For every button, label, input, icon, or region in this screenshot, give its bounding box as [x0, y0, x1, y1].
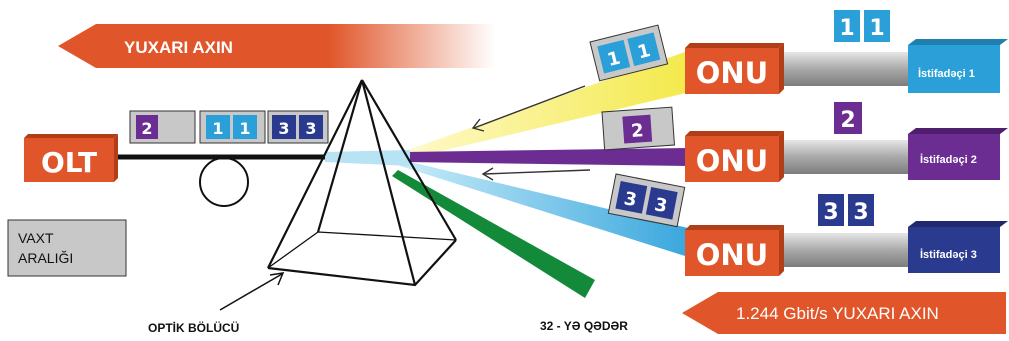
user-3-label: İstifadəçi 3	[920, 248, 977, 261]
frame-label-2: 2	[141, 119, 152, 138]
frame-label-1a: 1	[212, 119, 223, 138]
beam-inside-prism	[325, 150, 410, 166]
user-3-block-a: 3	[823, 200, 838, 225]
splitter-pointer-arrow	[219, 273, 283, 311]
olt-label: OLT	[41, 146, 97, 179]
user-2-block: 2	[840, 108, 855, 133]
frame-label-3b: 3	[305, 119, 316, 138]
tilted-frame-2: 2	[601, 106, 676, 151]
onu-1: ONU	[685, 43, 918, 94]
onu-1-label: ONU	[696, 56, 768, 90]
light-beams	[392, 52, 690, 298]
upstream-arrow-bottom: 1.244 Gbit/s YUXARI AXIN	[682, 292, 1006, 334]
user-3-box: İstifadəçi 3	[908, 221, 1008, 273]
beam-purple	[405, 148, 688, 166]
return-arrows	[471, 85, 591, 181]
time-slot-label-line1: VAXT	[18, 230, 54, 246]
timing-circle	[199, 157, 249, 207]
fiber-frames: 2 1 1 3 3	[129, 110, 329, 144]
upstream-arrow-bottom-label: 1.244 Gbit/s YUXARI AXIN	[736, 304, 939, 323]
onu-3-label: ONU	[696, 238, 768, 272]
user-3-block-b: 3	[853, 200, 868, 225]
user-2-label: İstifadəçi 2	[920, 153, 977, 166]
upstream-arrow-top-label: YUXARI AXIN	[124, 38, 233, 57]
tilted-frame-3: 3 3	[607, 173, 686, 228]
optical-splitter-prism	[267, 79, 457, 287]
tilted-3-label-b: 3	[653, 194, 669, 217]
beam-green	[392, 170, 595, 298]
user-2-blocks: 2	[834, 102, 862, 134]
tilted-frame-1: 1 1	[589, 24, 669, 82]
tilted-3-label-a: 3	[622, 188, 638, 211]
beam-blue	[400, 160, 688, 256]
user-2-box: İstifadəçi 2	[908, 128, 1008, 180]
frame-label-3a: 3	[278, 119, 289, 138]
tilted-1-label-b: 1	[635, 40, 652, 63]
user-1-block-a: 1	[839, 16, 854, 41]
frame-label-1b: 1	[239, 119, 250, 138]
splitter-pointer-arrowhead	[269, 272, 285, 286]
onu-2-label: ONU	[696, 144, 768, 178]
time-slot-box: VAXT ARALIĞI	[7, 219, 127, 277]
max-split-label: 32 - YƏ QƏDƏR	[540, 319, 628, 333]
onu-3: ONU	[685, 225, 918, 276]
user-3-blocks: 3 3	[818, 194, 874, 226]
tilted-1-label-a: 1	[605, 48, 622, 71]
splitter-label: OPTİK BÖLÜCÜ	[148, 320, 239, 335]
user-1-blocks: 1 1	[834, 10, 890, 42]
time-slot-label-line2: ARALIĞI	[18, 250, 73, 266]
user-1-block-b: 1	[869, 16, 884, 41]
tilted-2-label: 2	[630, 120, 644, 142]
user-1-label: İstifadəçi 1	[918, 67, 975, 80]
user-1-box: İstifadəçi 1	[908, 39, 1008, 93]
upstream-arrow-top: YUXARI AXIN	[58, 24, 495, 68]
onu-2: ONU	[685, 131, 918, 182]
beam-yellow	[408, 52, 690, 158]
olt-box: OLT	[24, 134, 118, 182]
